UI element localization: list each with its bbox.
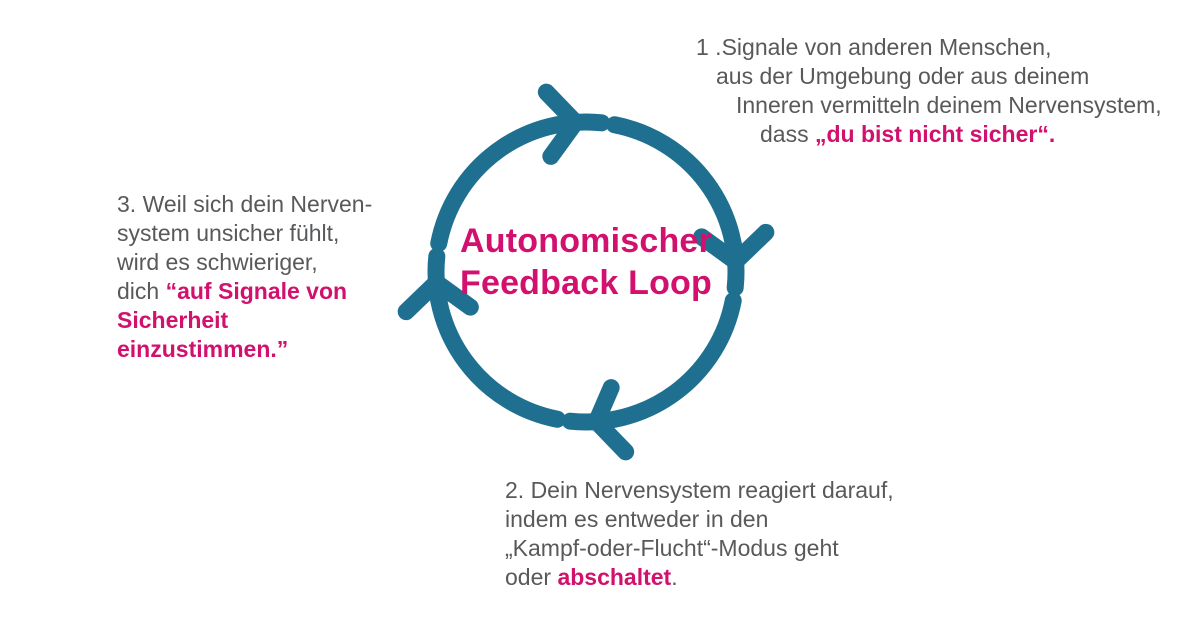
step1-line4: dass „du bist nicht sicher“.	[760, 120, 1162, 149]
step1-line4-prefix: dass	[760, 121, 815, 147]
step1-annotation: 1 .Signale von anderen Menschen, aus der…	[696, 33, 1162, 149]
step1-line1: 1 .Signale von anderen Menschen,	[696, 34, 1052, 60]
step3-line1: 3. Weil sich dein Nerven-	[117, 191, 373, 217]
step1-highlight: „du bist nicht sicher“.	[814, 121, 1056, 147]
arrowhead-top-icon	[537, 83, 585, 165]
step1-line3: Inneren vermitteln deinem Nervensystem,	[736, 92, 1162, 118]
step2-line2: indem es entweder in den	[505, 506, 769, 532]
loop-title-line2: Feedback Loop	[460, 264, 712, 302]
loop-title: Autonomischer Feedback Loop	[396, 220, 776, 304]
circular-arrows-loop-icon	[397, 83, 775, 461]
step2-line3: „Kampf-oder-Flucht“-Modus geht	[505, 535, 839, 561]
step2-line4-suffix: .	[671, 564, 678, 590]
step3-line4: dich “auf Signale von	[117, 277, 372, 306]
step1-line2: aus der Umgebung oder aus deinem	[716, 63, 1090, 89]
step3-line4-prefix: dich	[117, 278, 166, 304]
loop-title-line1: Autonomischer	[460, 222, 712, 260]
step3-line2: system unsicher fühlt,	[117, 220, 340, 246]
step2-line1: 2. Dein Nervensystem reagiert darauf,	[505, 477, 894, 503]
step2-highlight: abschaltet	[557, 564, 672, 590]
step3-highlight-line2: Sicherheit	[117, 307, 229, 333]
step3-highlight-line1: “auf Signale von	[165, 278, 348, 304]
step3-annotation: 3. Weil sich dein Nerven- system unsiche…	[117, 190, 372, 364]
step2-line4-prefix: oder	[505, 564, 558, 590]
step3-line3: wird es schwieriger,	[117, 249, 318, 275]
arrowhead-right-icon	[693, 223, 775, 271]
step2-line4: oder abschaltet.	[505, 563, 894, 592]
arrowhead-left-icon	[397, 273, 479, 321]
step3-highlight-line3: einzustimmen.”	[117, 336, 289, 362]
arrowhead-bottom-icon	[587, 379, 635, 461]
step2-annotation: 2. Dein Nervensystem reagiert darauf, in…	[505, 476, 894, 592]
